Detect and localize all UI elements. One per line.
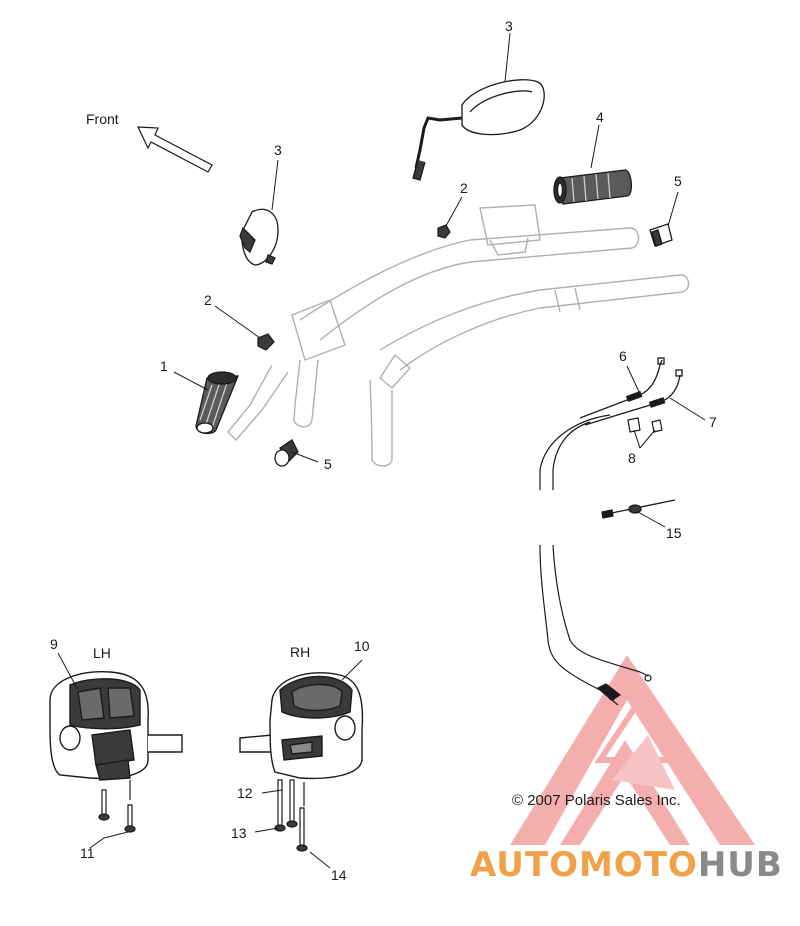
callout-2-right: 2 (460, 180, 468, 196)
rh-label: RH (290, 644, 310, 660)
mirror-right (412, 79, 545, 181)
cable-upper (579, 357, 665, 419)
cable-routing (539, 414, 652, 706)
leader-lines (57, 32, 706, 869)
front-label: Front (86, 111, 119, 127)
copyright-text: © 2007 Polaris Sales Inc. (512, 792, 681, 809)
callout-10: 10 (354, 638, 370, 654)
grip-right (553, 169, 632, 205)
end-cap-left (274, 439, 299, 467)
callout-13: 13 (231, 825, 247, 841)
callout-3-left: 3 (274, 142, 282, 158)
nut-left (257, 333, 275, 351)
screw-rh-short (296, 782, 308, 852)
callout-7: 7 (709, 414, 717, 430)
nut-right (437, 224, 451, 239)
callout-15: 15 (666, 525, 682, 541)
lh-label: LH (93, 645, 111, 661)
callout-8: 8 (628, 450, 636, 466)
callout-4: 4 (596, 109, 604, 125)
grip-left (195, 371, 239, 435)
callout-6: 6 (619, 348, 627, 364)
watermark-part1: AUTOMOTO (470, 845, 698, 885)
switch-housing-rh (239, 672, 364, 780)
watermark-wordmark: AUTOMOTOHUB (470, 845, 783, 885)
callout-14: 14 (331, 867, 347, 883)
handlebar-ghost (227, 204, 690, 467)
cable-adjuster (601, 499, 676, 519)
callout-1: 1 (160, 358, 168, 374)
callout-2-left: 2 (204, 292, 212, 308)
front-arrow-icon (137, 126, 213, 173)
screw-rh-long (274, 779, 286, 832)
watermark-part2: HUB (698, 845, 783, 885)
callout-11: 11 (80, 845, 95, 861)
callout-5-left: 5 (324, 456, 332, 472)
watermark-logo (510, 655, 755, 845)
cable-lower (584, 369, 683, 426)
callout-9: 9 (50, 636, 58, 652)
end-cap-right (649, 223, 673, 247)
screw-lh-short (124, 780, 136, 833)
screw-lh-long (98, 789, 110, 821)
callout-5-right: 5 (674, 173, 682, 189)
cable-clips (627, 417, 663, 433)
mirror-left (239, 208, 279, 266)
callout-12: 12 (237, 785, 253, 801)
screw-rh-mid (286, 779, 298, 828)
switch-housing-lh (49, 671, 183, 781)
callout-3-right: 3 (505, 18, 513, 34)
